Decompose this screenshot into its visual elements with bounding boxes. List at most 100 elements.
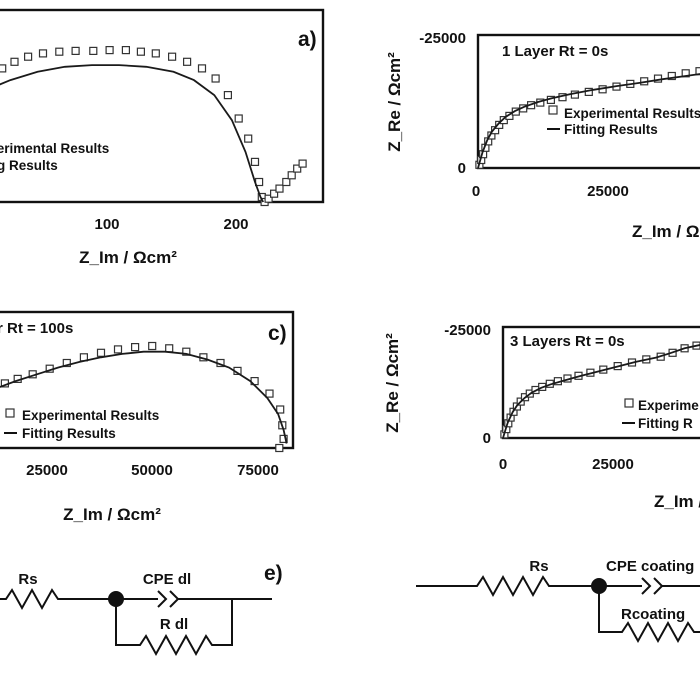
circuit-e-series-resistor [0, 587, 116, 611]
chart-b-series-experimental-point [495, 120, 504, 130]
chart-a-x-tick-label: 200 [223, 216, 248, 233]
circuit-f-series-resistor [416, 574, 599, 598]
chart-b-y-axis-label: Z_Re / Ωcm² [385, 52, 404, 152]
circuit-f: Rs CPE coating Rcoating [416, 558, 700, 644]
circuit-e-cpe-element [116, 590, 272, 608]
chart-b-legend-experimental-label: Experimental Results [564, 106, 700, 121]
chart-a-series-experimental-point [183, 57, 192, 66]
circuit-f-parallel-resistor [598, 586, 700, 644]
chart-a-plot-area [0, 45, 307, 207]
chart-d-legend-experimental-marker [624, 398, 634, 408]
chart-a-legend: Experimental Results Fitting Results [0, 141, 109, 173]
chart-a-plot-frame [0, 8, 325, 204]
chart-c-series-experimental-point [148, 341, 157, 351]
chart-c-x-tick-label: 75000 [237, 462, 279, 479]
chart-a-series-experimental-point [38, 49, 48, 58]
chart-b-series-fitting-line [477, 73, 700, 169]
circuit-f-rs-label: Rs [529, 558, 548, 575]
chart-a-series-experimental-point [234, 114, 243, 123]
chart-a-series-experimental-point [211, 74, 220, 83]
chart-c-series-fitting-line [0, 350, 288, 444]
chart-d: 3 Layers Rt = 0s -25000 0 0 25000 Z_Im /… [383, 322, 700, 511]
chart-d-legend: Experime Fitting R [622, 398, 699, 431]
chart-a-series-experimental-point [0, 64, 7, 73]
circuit-f-rcoating-label: Rcoating [621, 606, 685, 623]
chart-c-x-tick-label: 50000 [131, 462, 173, 479]
circuit-e-rdl-label: R dl [160, 616, 188, 633]
chart-b-title: 1 Layer Rt = 0s [502, 43, 608, 60]
chart-a-series-experimental-point [24, 52, 33, 61]
chart-a-series-experimental-point [105, 45, 114, 55]
chart-a-series-experimental-point [55, 47, 64, 56]
chart-a-series-experimental-point [250, 157, 260, 166]
chart-c-title: r Rt = 100s [0, 320, 73, 337]
chart-c-series-experimental-point [165, 344, 174, 353]
chart-c-plot-area [0, 341, 288, 453]
chart-c-series-experimental-point [96, 348, 106, 357]
chart-c-series-experimental-point [182, 347, 191, 356]
chart-a-series-experimental-point [121, 45, 131, 55]
chart-c-series-experimental-point [131, 343, 140, 352]
chart-a-series-experimental-point [287, 171, 296, 180]
chart-d-x-tick-label: 25000 [592, 456, 634, 473]
chart-a-series-experimental-point [270, 189, 279, 198]
chart-c-series-experimental-point [276, 405, 285, 414]
chart-d-x-axis-label: Z_Im / [654, 492, 700, 511]
chart-b: 1 Layer Rt = 0s -25000 0 0 25000 Z_Im / … [385, 30, 700, 241]
chart-c-panel-letter: c) [268, 322, 287, 345]
chart-b-x-axis-label: Z_Im / Ω [632, 222, 699, 241]
circuit-e-parallel-resistor [115, 599, 233, 657]
chart-b-x-tick-label: 25000 [587, 183, 629, 200]
chart-d-title: 3 Layers Rt = 0s [510, 333, 625, 350]
chart-a-series-experimental-point [151, 49, 160, 58]
chart-d-y-tick-label: 0 [483, 430, 491, 447]
chart-c-legend-experimental-marker [5, 408, 15, 418]
chart-d-legend-experimental-label: Experime [638, 398, 699, 413]
chart-c-legend-fitting-label: Fitting Results [22, 426, 116, 441]
chart-a-legend-experimental-label: Experimental Results [0, 141, 109, 156]
chart-b-legend: Experimental Results Fitting Results [547, 105, 700, 137]
chart-c-series-experimental-point [113, 345, 123, 354]
chart-d-x-tick-label: 0 [499, 456, 507, 473]
chart-c-series-experimental-point [265, 389, 274, 398]
chart-a-series-experimental-point [89, 46, 98, 56]
chart-a-series-experimental-point [168, 52, 177, 61]
chart-b-plot-area [475, 67, 700, 169]
chart-b-legend-fitting-label: Fitting Results [564, 122, 658, 137]
chart-b-y-tick-label: -25000 [419, 30, 466, 47]
chart-a-series-experimental-point [10, 57, 19, 66]
chart-d-y-tick-label: -25000 [444, 322, 491, 339]
chart-a-series-experimental-point [275, 184, 284, 193]
chart-a: a) 100 200 Z_Im / Ωcm² Experimental Resu… [0, 8, 325, 267]
chart-d-plot-frame [501, 325, 700, 440]
chart-a-panel-letter: a) [298, 28, 317, 51]
chart-b-x-tick-label: 0 [472, 183, 480, 200]
chart-c-legend-experimental-label: Experimental Results [22, 408, 159, 423]
chart-a-series-experimental-point [298, 159, 307, 168]
chart-a-series-experimental-point [244, 134, 253, 143]
chart-b-series-experimental-point [667, 71, 676, 81]
chart-c-x-axis-label: Z_Im / Ωcm² [63, 505, 161, 524]
chart-b-series-experimental-point [499, 115, 508, 125]
chart-c-plot-frame [0, 310, 295, 450]
chart-a-x-tick-label: 100 [94, 216, 119, 233]
chart-c-series-experimental-point [279, 434, 288, 443]
chart-c-legend: Experimental Results Fitting Results [4, 408, 159, 441]
circuit-e-rs-label: Rs [18, 571, 37, 588]
circuit-e: Rs CPE dl R dl e) [0, 562, 283, 657]
chart-a-series-experimental-point [197, 64, 207, 73]
chart-a-series-experimental-point [71, 46, 80, 56]
chart-d-series-fitting-line [502, 344, 700, 439]
chart-a-series-experimental-point [282, 177, 291, 187]
chart-b-plot-frame [476, 33, 700, 170]
chart-b-legend-experimental-marker [548, 105, 558, 115]
chart-a-series-experimental-point [136, 47, 145, 56]
chart-a-x-axis-label: Z_Im / Ωcm² [79, 248, 177, 267]
chart-d-y-axis-label: Z_Re / Ωcm² [383, 333, 402, 433]
chart-a-series-experimental-point [293, 164, 302, 173]
circuit-e-cpe-label: CPE dl [143, 571, 191, 588]
chart-d-legend-fitting-label: Fitting R [638, 416, 693, 431]
chart-c-x-tick-label: 25000 [26, 462, 68, 479]
chart-c-series-experimental-point [62, 358, 71, 368]
